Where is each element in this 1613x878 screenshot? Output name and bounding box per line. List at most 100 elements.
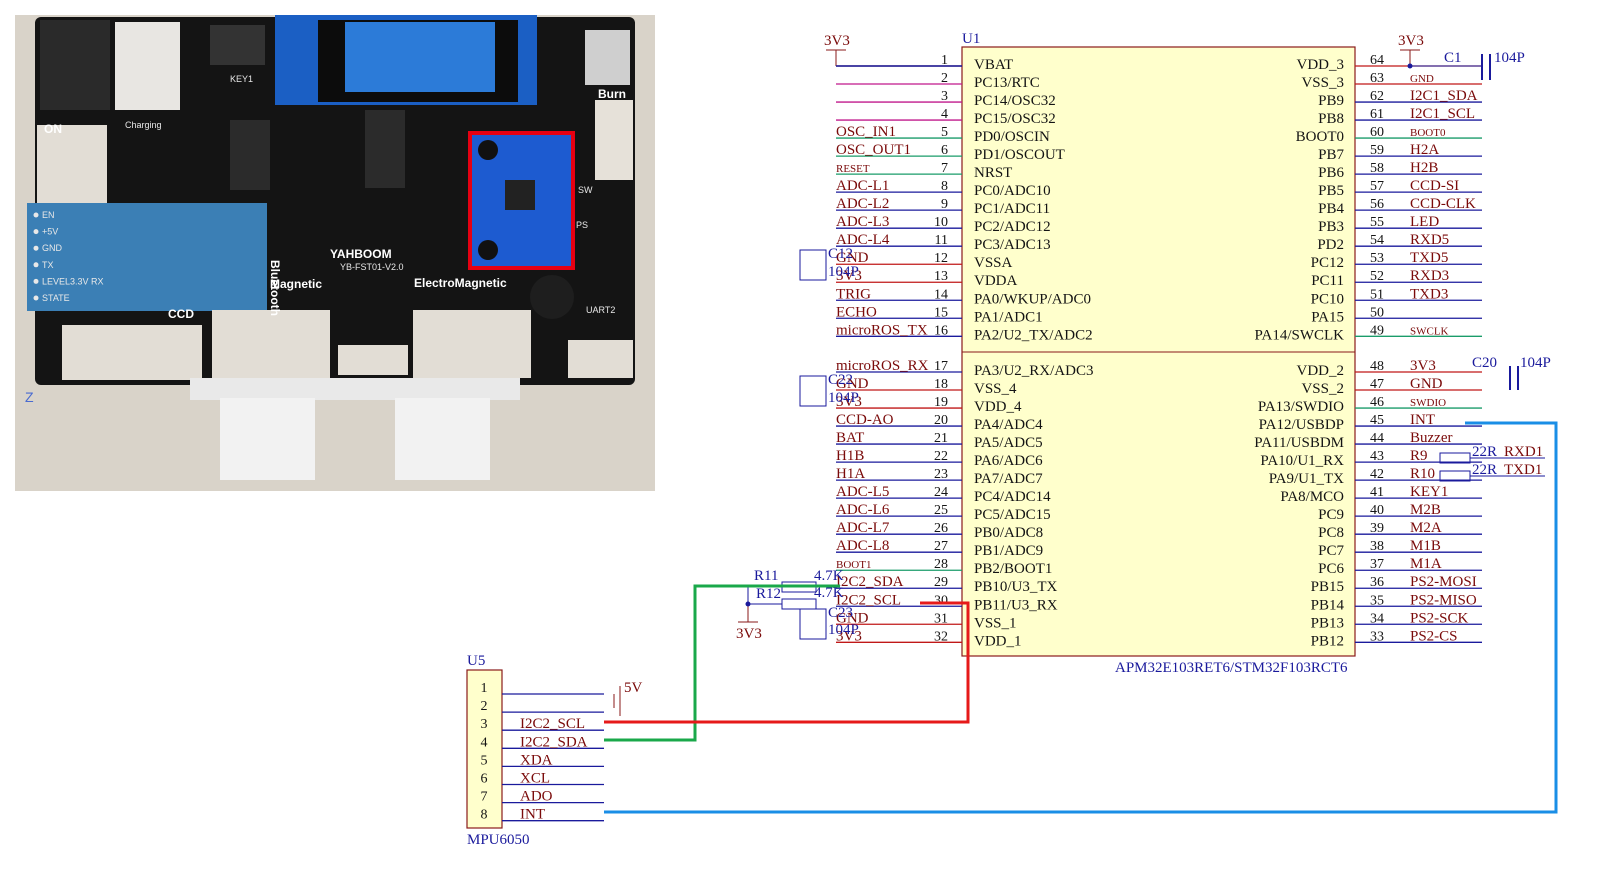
ultrasonic-transducer-left [220,398,315,480]
u1-net-label: ADC-L8 [836,538,889,554]
u1-pin-number: 63 [1370,71,1384,86]
u1-pin-number: 20 [934,413,948,428]
u1-pin-name: PC4/ADC14 [974,489,1051,505]
u1-net-label: M1B [1410,538,1441,554]
u1-pin-number: 21 [934,431,948,446]
u1-pin-number: 4 [941,107,948,122]
u1-pin-name: PA15 [1311,309,1344,325]
u1-pin-name: NRST [974,165,1012,181]
board-label-key1: KEY1 [230,74,253,84]
u1-net-label: H2B [1410,160,1438,176]
u1-pin-name: PB3 [1318,219,1344,235]
u1-net-label: GND [1410,376,1443,392]
r10-net: TXD1 [1504,462,1542,478]
u1-pin-name: PB4 [1318,201,1344,217]
u1-pin-number: 23 [934,467,948,482]
u1-pin-number: 1 [941,53,948,68]
u1-pin-number: 51 [1370,287,1384,302]
u1-pin-number: 36 [1370,575,1384,590]
r9-value: 22R [1472,444,1497,460]
u1-net-label: OSC_IN1 [836,124,896,140]
cap-c23-value: 104P [828,622,859,638]
u1-net-label: ECHO [836,304,877,320]
u1-net-label: I2C1_SCL [1410,106,1475,122]
u1-net-label: SWCLK [1410,325,1449,337]
u1-net-label: M2A [1410,520,1442,536]
capacitors: C1 104P C12 104P C22 104P C23 104P C20 1… [799,50,1551,640]
u1-pin-number: 9 [941,197,948,212]
u1-pin-name: PA12/USBDP [1259,417,1344,433]
r12-ref: R12 [756,586,781,602]
u1-pin-name: PC12 [1311,255,1344,271]
u1-pin-number: 54 [1370,233,1384,248]
u1-pin-name: PC10 [1311,291,1344,307]
cap-c12-ref: C12 [828,246,853,262]
magnetic-connector [212,310,330,378]
u1-pin-name: PA6/ADC6 [974,453,1043,469]
u1-pin-name: PC14/OSC32 [974,93,1056,109]
u1-pin-number: 45 [1370,413,1384,428]
u1-net-label: M2B [1410,502,1441,518]
u1-pin-number: 52 [1370,269,1384,284]
u1-pin-name: PB0/ADC8 [974,525,1043,541]
u5-pin-number: 1 [481,681,488,696]
u1-net-label: GND [836,376,869,392]
bt-pin-label: LEVEL3.3V RX [42,276,104,286]
u1-pin-number: 44 [1370,431,1384,446]
u1-pin-name: PC13/RTC [974,75,1040,91]
u1-net-label: R9 [1410,448,1428,464]
u1-pin-name: PD1/OSCOUT [974,147,1065,163]
u1-pin-name: PB10/U3_TX [974,579,1058,595]
u1-pin-number: 40 [1370,503,1384,518]
u1-pin-name: PC1/ADC11 [974,201,1050,217]
cap-c20-ref: C20 [1472,355,1497,371]
power-5v: 5V [624,680,643,696]
u1-pin-number: 39 [1370,521,1384,536]
u1-net-label: CCD-CLK [1410,196,1476,212]
u1-pin-number: 33 [1370,629,1384,644]
u1-net-label: microROS_RX [836,358,929,374]
u1-pin-name: PA11/USBDM [1254,435,1344,451]
u1-pin-number: 46 [1370,395,1384,410]
ultrasonic-connector [338,345,408,375]
u1-pin-name: PC0/ADC10 [974,183,1051,199]
u1-net-label: BOOT0 [1410,127,1446,139]
u1-pin-number: 41 [1370,485,1384,500]
u1-pin-name: PA10/U1_RX [1260,453,1344,469]
u1-pin-number: 17 [934,359,948,374]
u1-pin-number: 5 [941,125,948,140]
u1-net-label: BOOT1 [836,559,871,571]
u1-pin-name: PB12 [1311,633,1344,649]
u1-net-label: GND [836,250,869,266]
electromagnetic-connector [413,310,531,378]
u5-pin-number: 6 [481,772,488,787]
u1-net-label: ADC-L4 [836,232,890,248]
u1-net-label: BAT [836,430,864,446]
